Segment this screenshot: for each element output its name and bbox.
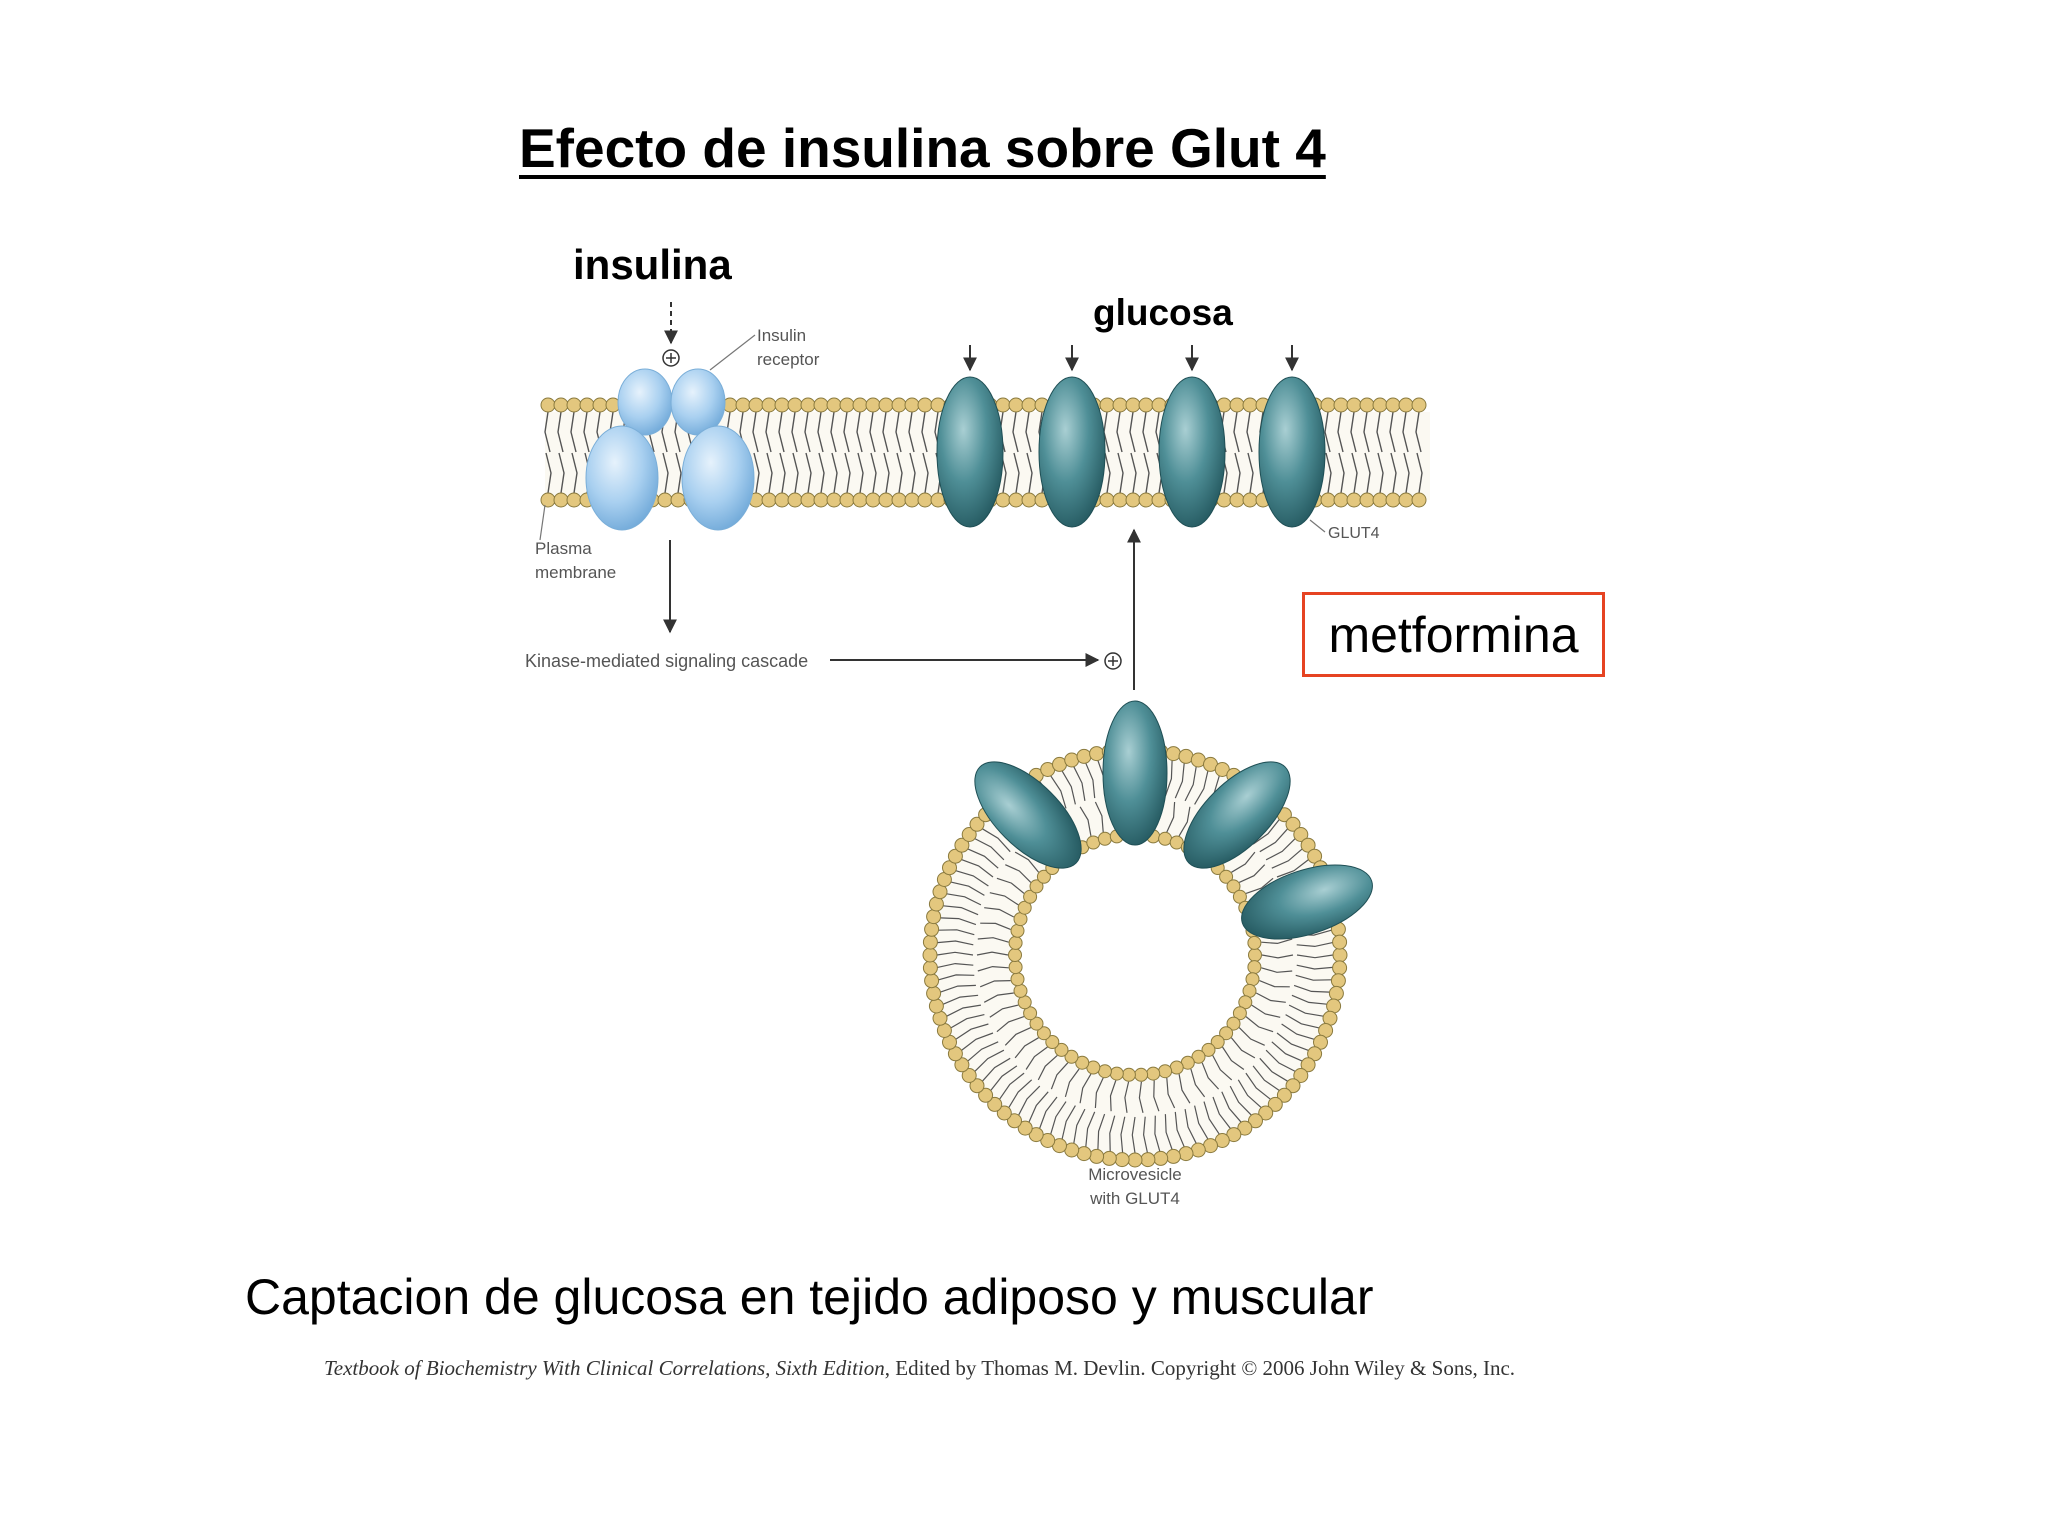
glut4-transporter [936,376,1004,528]
citation-rest: , Edited by Thomas M. Devlin. Copyright … [884,1356,1516,1380]
plasma-membrane-label: membrane [535,563,616,582]
citation: Textbook of Biochemistry With Clinical C… [324,1356,1515,1381]
insulin-receptor [585,368,755,531]
glut4-transporter [1241,864,1373,940]
glut4-transporter [1158,376,1226,528]
glut4-transporter [1258,376,1326,528]
microvesicle-label: Microvesicle [1088,1165,1182,1184]
kinase-cascade-label: Kinase-mediated signaling cascade [525,651,808,671]
insulin-arrow [662,302,680,367]
glucosa-label: glucosa [1093,292,1233,333]
citation-title: Textbook of Biochemistry With Clinical C… [324,1356,885,1380]
glut4-membrane-transporters [936,376,1326,528]
insulina-label: insulina [573,241,732,288]
glucose-arrows [963,345,1299,372]
glut4-transporter [1102,700,1168,846]
glut4-transporter [1183,761,1291,869]
glut4-vesicle-transporters [974,700,1373,940]
glut4-label: GLUT4 [1328,525,1380,542]
microvesicle-label: with GLUT4 [1089,1189,1180,1208]
caption: Captacion de glucosa en tejido adiposo y… [245,1269,1374,1325]
glut4-transporter [974,761,1082,869]
insulin-receptor-label: receptor [757,350,820,369]
glut4-leader [1309,519,1326,533]
plasma-membrane-leader [539,504,546,541]
signaling-cascade-arrows [663,528,1141,690]
metformina-box: metformina [1302,592,1605,677]
glut4-transporter [1038,376,1106,528]
metformina-label: metformina [1328,606,1579,663]
insulin-receptor-label: Insulin [757,326,806,345]
plasma-membrane-label: Plasma [535,539,592,558]
slide-title: Efecto de insulina sobre Glut 4 [519,117,1326,179]
cascade-plus-icon [1104,652,1122,670]
insulin-receptor-leader [709,334,756,371]
